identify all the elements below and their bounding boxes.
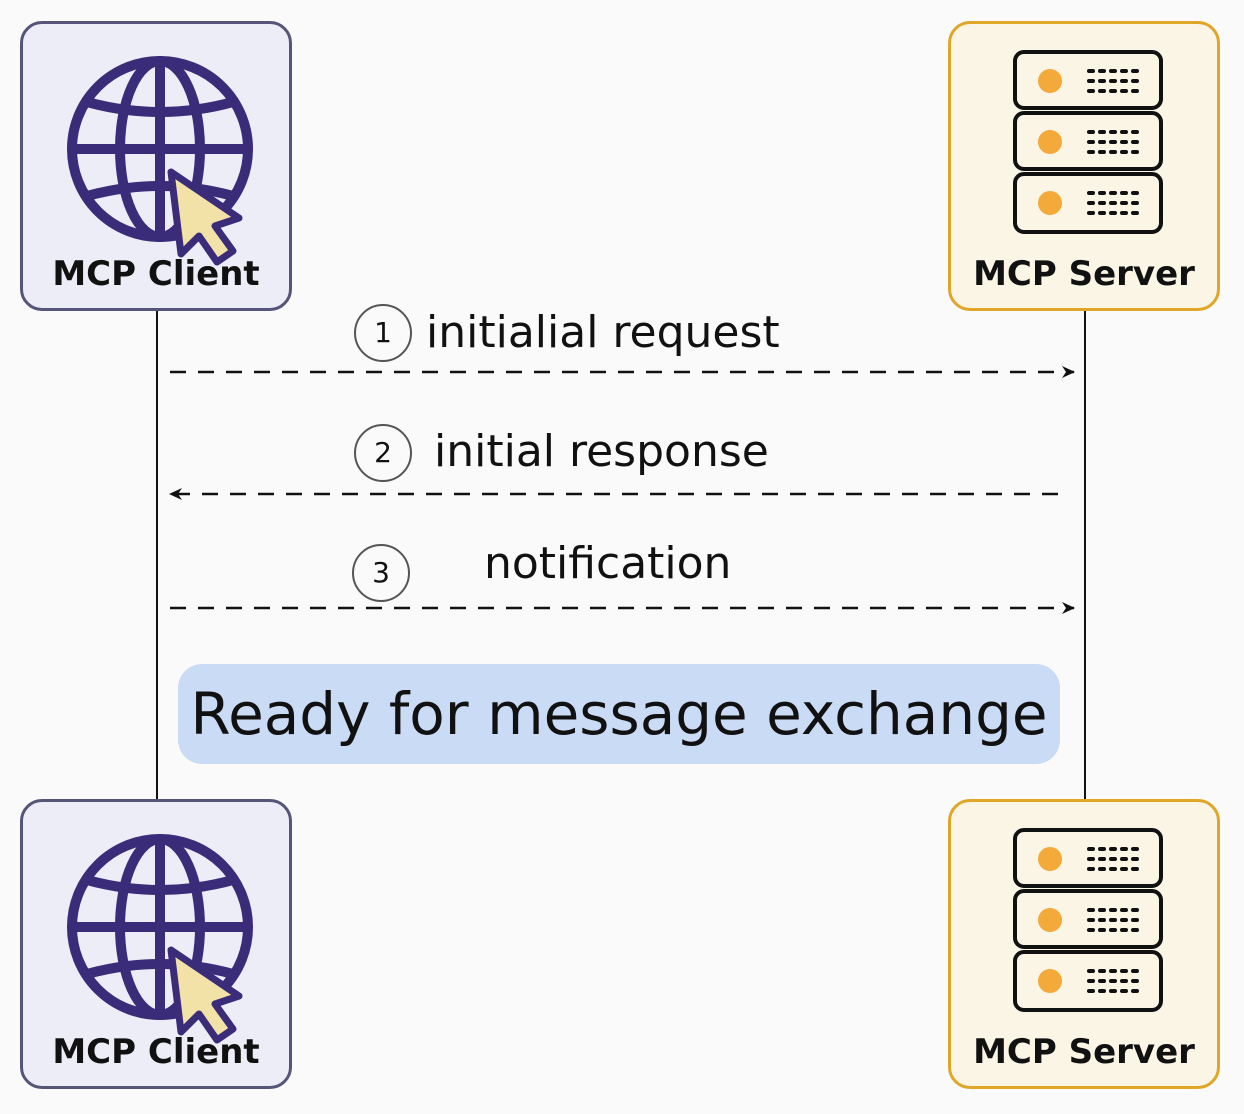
globe-cursor-icon [67,56,253,266]
globe-cursor-icon [67,834,253,1044]
client-label: MCP Client [52,1032,260,1072]
client-label: MCP Client [52,254,260,294]
mcp-client-top: MCP Client [20,21,292,311]
step-number-3: 3 [352,544,410,602]
mcp-server-bottom: MCP Server [948,799,1220,1089]
message-label-3: notification [484,538,732,589]
mcp-client-bottom: MCP Client [20,799,292,1089]
message-label-1: initialial request [426,307,780,358]
server-label: MCP Server [973,1032,1195,1072]
server-lifeline [1084,311,1086,799]
server-label: MCP Server [973,254,1195,294]
server-rack-icon [1013,828,1163,1012]
step-number-2: 2 [354,424,412,482]
ready-banner: Ready for message exchange [178,664,1060,764]
client-lifeline [156,311,158,799]
mcp-server-top: MCP Server [948,21,1220,311]
step-number-1: 1 [354,304,412,362]
server-rack-icon [1013,50,1163,234]
message-label-2: initial response [434,426,769,477]
